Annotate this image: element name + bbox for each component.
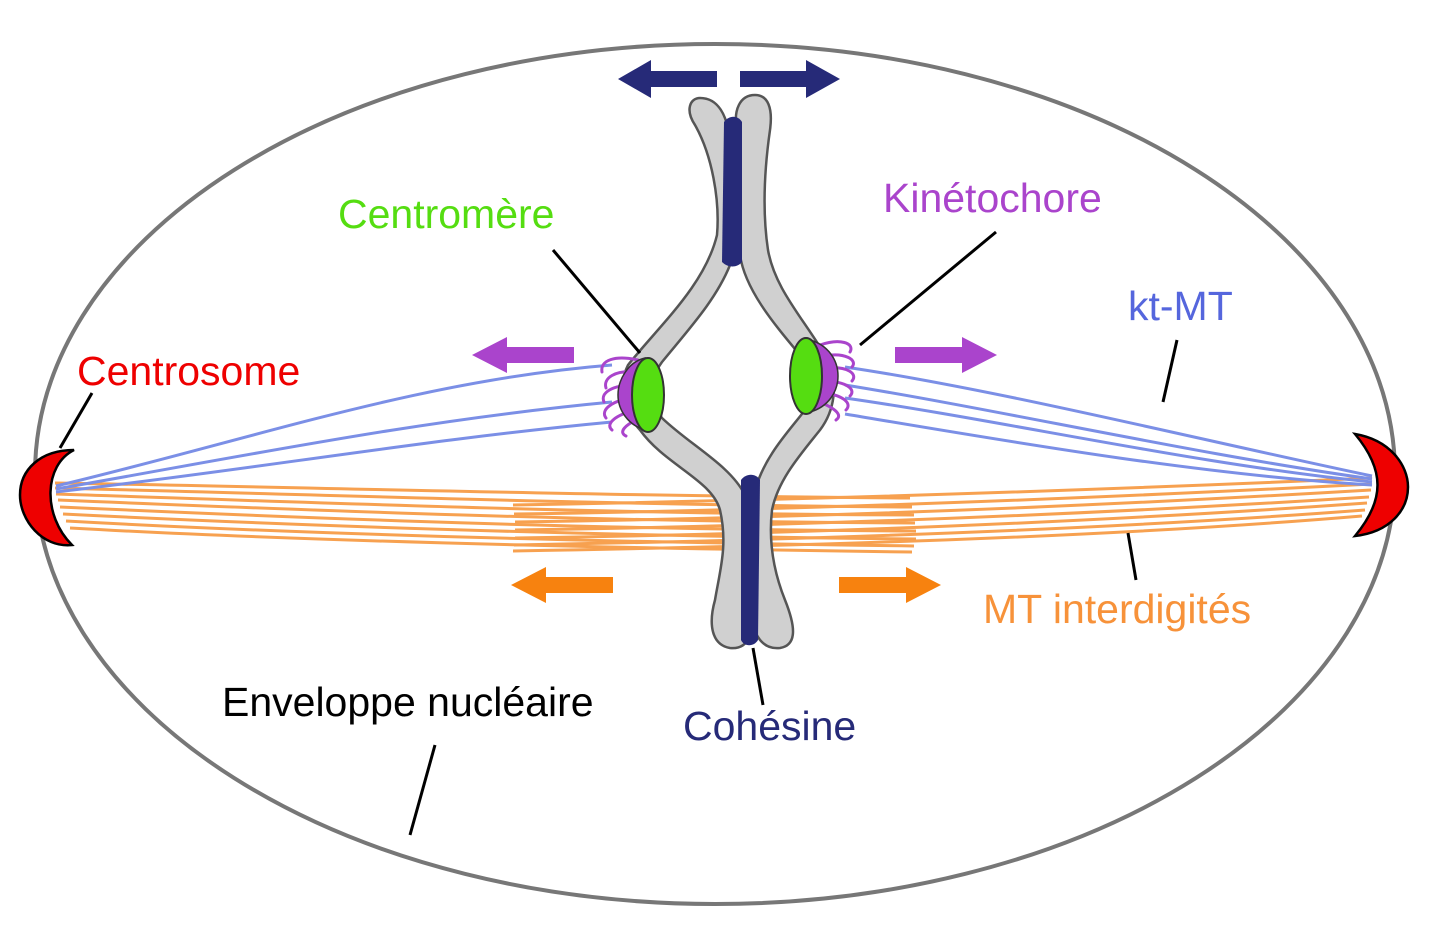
centromere-left xyxy=(631,357,665,433)
centrosome-left xyxy=(18,448,75,547)
orange-arrow-right xyxy=(839,567,941,603)
label-enveloppe: Enveloppe nucléaire xyxy=(222,679,594,725)
leader-cohesine xyxy=(751,647,765,706)
orange-arrow-left xyxy=(511,567,613,603)
centrosome-right xyxy=(1351,432,1410,538)
label-centrosome: Centrosome xyxy=(77,348,300,394)
label-mt-interdigites: MT interdigités xyxy=(983,586,1251,632)
chromatid-left xyxy=(621,96,754,650)
purple-arrow-right xyxy=(895,337,997,373)
navy-arrow-left xyxy=(618,60,717,98)
label-cohesine: Cohésine xyxy=(683,703,856,749)
cohesin-bottom xyxy=(741,474,760,646)
leader-kt-mt xyxy=(1161,339,1179,403)
cohesin-top xyxy=(722,116,742,267)
centromere-right xyxy=(789,337,823,415)
label-centromere: Centromère xyxy=(338,191,554,237)
purple-arrow-left xyxy=(472,337,574,373)
label-kinetochore: Kinétochore xyxy=(883,175,1102,221)
kinetochore-mt-right xyxy=(844,365,1373,487)
leader-kinetochore xyxy=(859,230,997,347)
chromatid-right xyxy=(734,93,835,650)
kinetochore-mt-left xyxy=(55,363,613,494)
leader-mt-interdigites xyxy=(1126,532,1138,581)
interdigitated-mt-right xyxy=(512,476,1373,553)
label-kt-mt: kt-MT xyxy=(1128,283,1233,329)
navy-arrow-right xyxy=(740,60,840,98)
leader-enveloppe xyxy=(408,744,437,836)
leader-centromere xyxy=(551,249,642,354)
leader-centrosome xyxy=(58,392,94,449)
